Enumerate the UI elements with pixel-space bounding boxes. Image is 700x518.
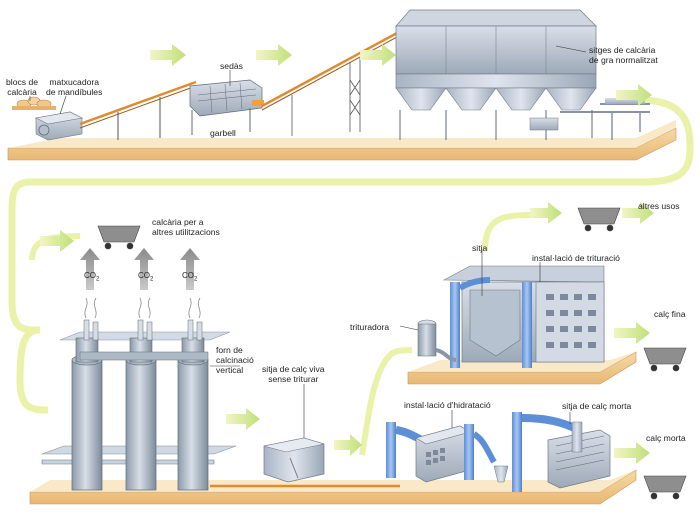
wagon-altres-usos [577,207,621,232]
label-sitja-calc-morta: sitja de calç morta [562,401,632,411]
wagons [97,207,687,500]
label-co2-3: CO2 [182,271,198,283]
label-altres-usos: altres usos [638,201,680,211]
label-co2-1: CO2 [84,271,100,283]
label-installacio-hidratacio: instal·lació d'hidratació [404,400,491,410]
quicklime-silo [263,437,325,483]
vertical-kilns [71,297,209,491]
flow-arrows-bottom [40,84,654,464]
label-calc-fina: calç fina [654,309,686,319]
label-garbell: garbell [210,128,236,138]
label-calc-morta: calç morta [646,433,686,443]
jaw-crusher [35,111,83,141]
conveyor-1 [79,80,197,140]
milling-building [442,265,605,368]
wagon-calc-morta [643,475,687,500]
slaked-lime-silo [512,412,611,492]
conveyor-2 [261,24,411,136]
hydration-plant [386,422,509,483]
flow-arrows-top [150,44,396,66]
limestone-silos [395,9,597,140]
flow-path-to-upper-platform [359,347,413,456]
co2-arrows [80,248,200,290]
grinder [417,319,457,362]
flow-path-top-to-bottom [8,96,694,334]
screen-garbell [189,79,264,135]
label-installacio-trituracio: instal·lació de trituració [532,253,620,263]
label-co2-2: CO2 [138,271,154,283]
wagon-calcaria [97,225,141,250]
label-sedas: sedàs [220,61,243,71]
flow-path-left-down [16,326,49,414]
flow-path-up-altres [482,212,531,251]
wagon-calc-fina [643,347,687,372]
leader-lines [29,45,587,438]
label-sitja: sitja [472,243,488,253]
limestone-blocks [12,96,56,110]
label-trituradora: trituradora [350,322,390,332]
